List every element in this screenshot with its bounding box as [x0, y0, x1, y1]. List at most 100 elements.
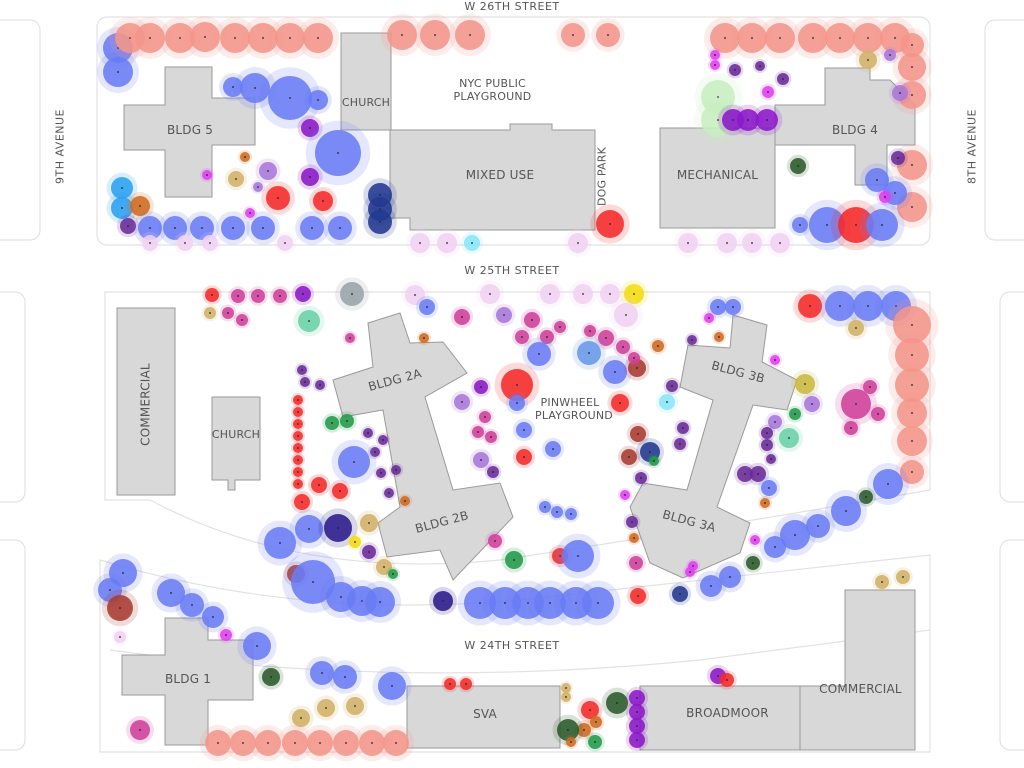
tree-trunk-point	[811, 403, 813, 405]
tree-marker	[748, 533, 762, 547]
tree-marker	[801, 199, 853, 251]
tree-trunk-point	[911, 324, 913, 326]
tree-marker	[594, 326, 618, 350]
tree-trunk-point	[262, 37, 264, 39]
tree-trunk-point	[895, 305, 897, 307]
tree-trunk-point	[902, 576, 904, 578]
tree-trunk-point	[865, 496, 867, 498]
tree-marker	[269, 17, 311, 59]
tree-trunk-point	[570, 741, 572, 743]
tree-trunk-point	[225, 634, 227, 636]
tree-trunk-point	[149, 37, 151, 39]
tree-trunk-point	[889, 54, 891, 56]
building-bldg5	[123, 66, 256, 198]
tree-marker	[753, 59, 767, 73]
tree-trunk-point	[277, 197, 279, 199]
tree-marker	[759, 83, 777, 101]
tree-trunk-point	[309, 127, 311, 129]
tree-marker	[536, 498, 554, 516]
tree-marker	[342, 693, 368, 719]
tree-trunk-point	[609, 223, 611, 225]
tree-trunk-point	[767, 91, 769, 93]
tree-trunk-point	[839, 37, 841, 39]
tree-trunk-point	[887, 483, 889, 485]
tree-trunk-point	[340, 596, 342, 598]
tree-marker	[322, 413, 342, 433]
tree-trunk-point	[633, 357, 635, 359]
tree-trunk-point	[774, 546, 776, 548]
tree-trunk-point	[911, 206, 913, 208]
tree-trunk-point	[317, 99, 319, 101]
tree-marker	[414, 14, 456, 56]
tree-marker	[368, 445, 382, 459]
tree-marker	[376, 433, 390, 447]
tree-trunk-point	[477, 431, 479, 433]
tree-trunk-point	[869, 386, 871, 388]
tree-trunk-point	[379, 601, 381, 603]
tree-marker	[261, 181, 295, 215]
tree-trunk-point	[388, 492, 390, 494]
tree-trunk-point	[391, 685, 393, 687]
tree-marker	[585, 732, 605, 752]
tree-marker	[476, 408, 494, 426]
tree-trunk-point	[179, 37, 181, 39]
tree-trunk-point	[559, 555, 561, 557]
tree-marker	[825, 490, 867, 532]
tree-marker	[888, 331, 936, 379]
tree-trunk-point	[262, 227, 264, 229]
tree-marker	[476, 280, 504, 308]
tree-trunk-point	[631, 521, 633, 523]
tree-marker	[248, 286, 268, 306]
tree-marker	[751, 104, 783, 136]
tree-trunk-point	[367, 432, 369, 434]
tree-marker	[717, 670, 737, 690]
tree-trunk-point	[516, 402, 518, 404]
tree-trunk-point	[552, 448, 554, 450]
tree-trunk-point	[344, 676, 346, 678]
tree-trunk-point	[911, 412, 913, 414]
tree-trunk-point	[242, 742, 244, 744]
tree-trunk-point	[881, 581, 883, 583]
tree-marker	[97, 51, 139, 93]
tree-trunk-point	[717, 96, 719, 98]
tree-trunk-point	[119, 607, 121, 609]
tree-trunk-point	[423, 337, 425, 339]
tree-trunk-point	[565, 687, 567, 689]
tree-marker	[297, 17, 339, 59]
tree-marker	[359, 581, 401, 623]
tree-marker	[298, 375, 312, 389]
tree-trunk-point	[804, 383, 806, 385]
tree-marker	[786, 154, 810, 178]
label-mechanical: MECHANICAL	[676, 168, 759, 182]
tree-marker	[291, 417, 305, 431]
tree-marker	[775, 424, 803, 452]
tree-trunk-point	[354, 705, 356, 707]
tree-marker	[291, 453, 305, 467]
tree-marker	[305, 120, 371, 186]
tree-trunk-point	[237, 295, 239, 297]
tree-marker	[685, 333, 699, 347]
tree-marker	[623, 513, 641, 531]
label-mixed-use: MIXED USE	[465, 168, 535, 182]
tree-trunk-point	[270, 676, 272, 678]
tree-marker	[199, 724, 237, 762]
tree-trunk-point	[637, 595, 639, 597]
tree-trunk-point	[309, 176, 311, 178]
block-outlines	[0, 16, 1024, 753]
tree-trunk-point	[633, 293, 635, 295]
tree-trunk-point	[449, 683, 451, 685]
tree-trunk-point	[279, 542, 281, 544]
tree-trunk-point	[121, 207, 123, 209]
tree-trunk-point	[636, 711, 638, 713]
tree-trunk-point	[797, 165, 799, 167]
tree-marker	[346, 533, 364, 551]
tree-marker	[844, 316, 868, 340]
tree-marker	[726, 61, 744, 79]
tree-marker	[891, 420, 933, 462]
tree-trunk-point	[139, 205, 141, 207]
tree-marker	[830, 199, 882, 251]
tree-trunk-point	[211, 294, 213, 296]
tree-trunk-point	[636, 725, 638, 727]
tree-marker	[522, 337, 556, 371]
tree-trunk-point	[726, 242, 728, 244]
